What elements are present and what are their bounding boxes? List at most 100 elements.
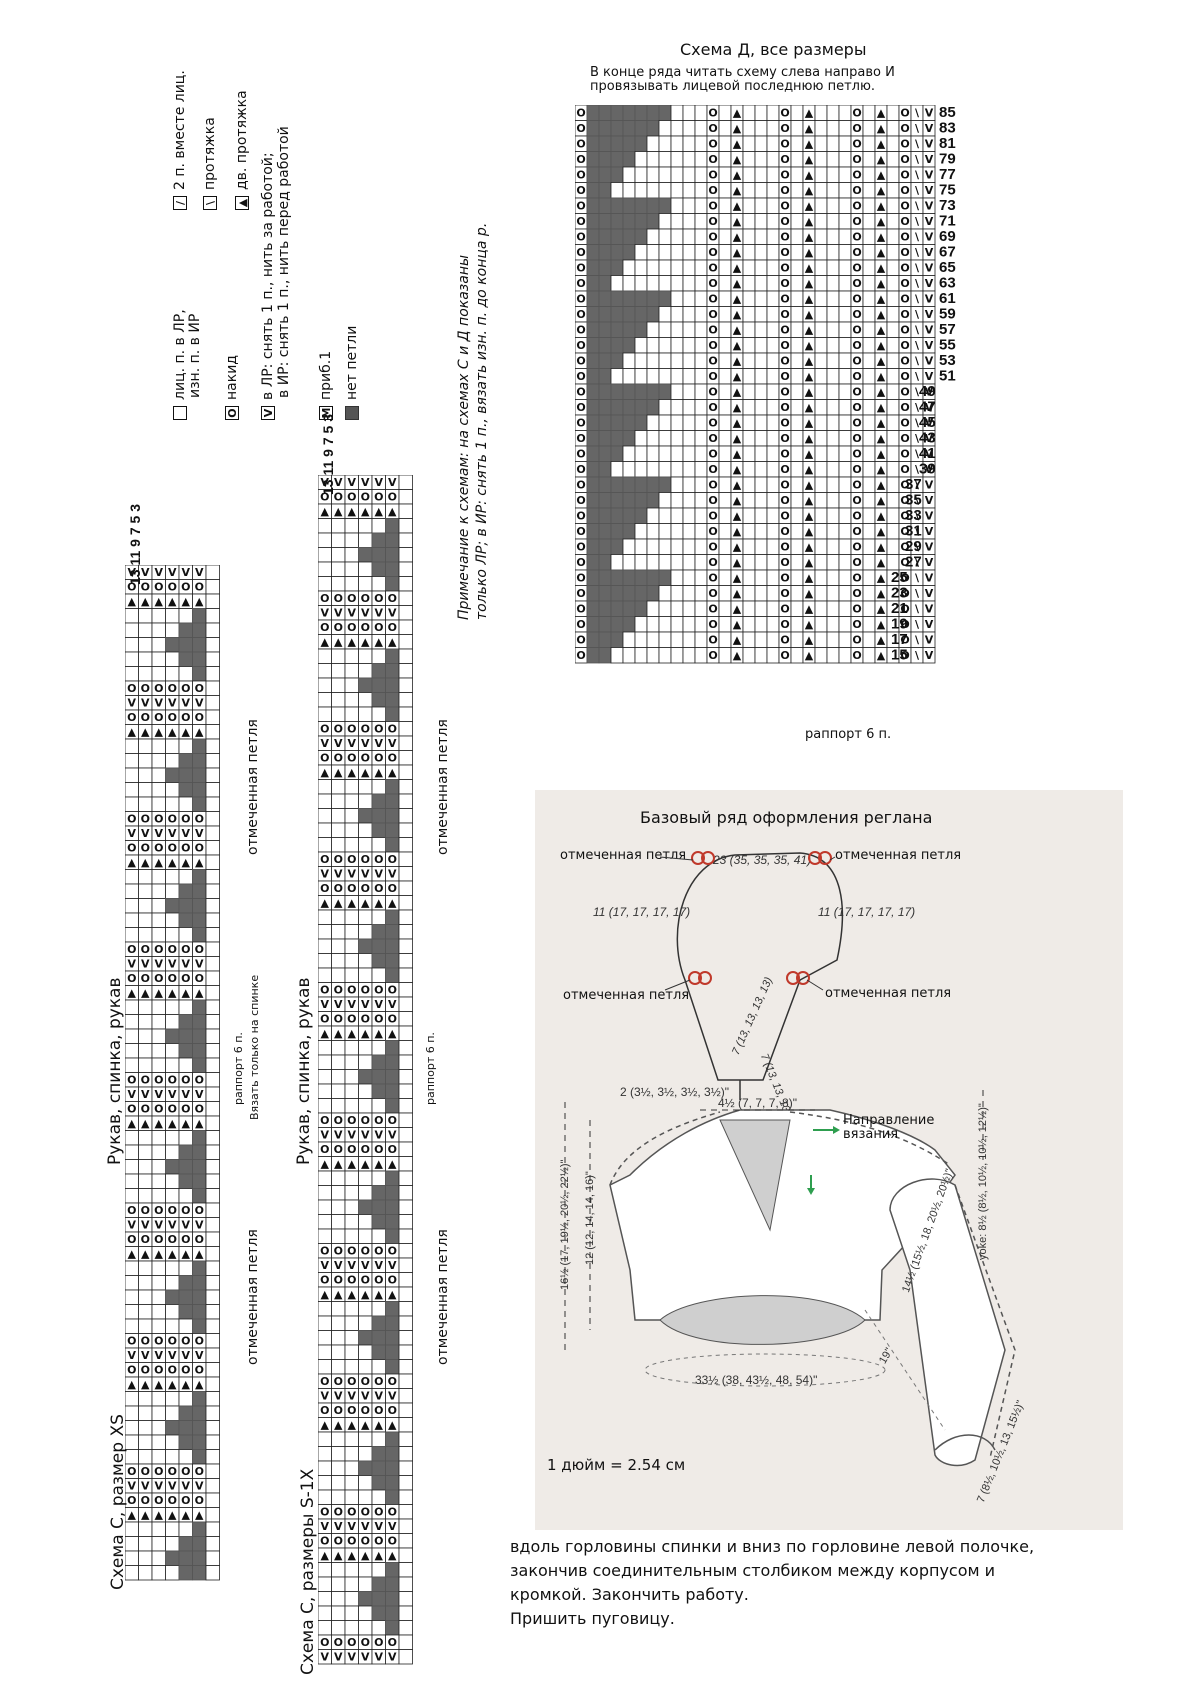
chart-cell	[398, 1272, 413, 1288]
chart-cell	[398, 663, 413, 679]
no-stitch-cell	[165, 1420, 180, 1436]
stitch-symbol: ▲	[805, 649, 814, 662]
chart-cell	[826, 616, 840, 633]
stitch-symbol: O	[852, 463, 861, 476]
chart-cell	[658, 321, 672, 338]
chart-cell	[646, 523, 660, 540]
stitch-symbol: ▲	[348, 635, 357, 648]
no-stitch-cell	[622, 213, 636, 230]
chart-cell	[742, 244, 756, 261]
stitch-symbol: O	[127, 1233, 136, 1246]
chart-cell	[694, 120, 708, 137]
chart-cell	[814, 306, 828, 323]
stitch-symbol: O	[576, 633, 585, 646]
chart-cell	[862, 352, 876, 369]
chart-cell	[358, 1098, 373, 1114]
stitch-symbol: O	[852, 122, 861, 135]
no-stitch-cell	[178, 753, 193, 769]
chart-cell	[694, 306, 708, 323]
no-stitch-cell	[371, 1475, 386, 1491]
row-number: 27	[905, 554, 922, 571]
chart-cell	[205, 1463, 220, 1479]
row-number: 55	[939, 337, 956, 354]
stitch-symbol: V	[168, 1349, 177, 1362]
chart-cell	[318, 1576, 332, 1592]
chart-cell	[331, 1446, 346, 1462]
chart-cell	[814, 182, 828, 199]
stitch-symbol: O	[900, 401, 909, 414]
stitch-symbol: ▲	[168, 856, 177, 869]
chart-cell	[646, 321, 660, 338]
stitch-symbol: ▲	[168, 1117, 177, 1130]
chart-cell	[634, 616, 648, 633]
hem-shape	[659, 1295, 866, 1345]
no-stitch-cell	[385, 706, 400, 722]
row-number: 51	[939, 368, 956, 385]
chart-cell	[205, 970, 220, 986]
chart-cell	[165, 1449, 180, 1465]
row-number: 57	[939, 321, 956, 338]
chart-cell	[398, 1547, 413, 1563]
chart-cell	[331, 1620, 346, 1636]
no-stitch-cell	[385, 1199, 400, 1215]
chart-cell	[766, 120, 780, 137]
chart-cell	[766, 538, 780, 555]
chart-cell	[766, 445, 780, 462]
stitch-symbol: O	[576, 556, 585, 569]
chart-cell	[318, 663, 332, 679]
chart-cell	[344, 677, 359, 693]
stitch-symbol: V	[127, 696, 136, 709]
chart-cell	[814, 399, 828, 416]
stitch-symbol: V	[320, 1259, 329, 1272]
chart-cell	[658, 585, 672, 602]
no-stitch-cell	[598, 306, 612, 323]
stitch-symbol: ▲	[375, 896, 384, 909]
chart-cell	[718, 461, 732, 478]
chart-cell	[814, 616, 828, 633]
chart-cell	[742, 430, 756, 447]
stitch-symbol: O	[900, 215, 909, 228]
stitch-symbol: O	[900, 370, 909, 383]
chart-cell	[318, 967, 332, 983]
chart-cell	[331, 1489, 346, 1505]
stitch-symbol: ▲	[141, 856, 150, 869]
no-stitch-cell	[586, 430, 600, 447]
stitch-symbol: ▲	[805, 447, 814, 460]
chart-cell	[826, 151, 840, 168]
stitch-symbol: O	[708, 649, 717, 662]
chart-cell	[318, 822, 332, 838]
chart-cell	[838, 430, 852, 447]
chart-cell	[398, 1417, 413, 1433]
stitch-symbol: V	[168, 1088, 177, 1101]
no-stitch-cell	[371, 793, 386, 809]
chart-cell	[622, 182, 636, 199]
no-stitch-cell	[178, 622, 193, 638]
chart-cell	[398, 895, 413, 911]
stitch-symbol: V	[181, 957, 190, 970]
chart-cell	[742, 197, 756, 214]
stitch-symbol: O	[576, 416, 585, 429]
no-stitch-cell	[192, 1304, 207, 1320]
chart-cell	[398, 475, 413, 490]
stitch-symbol: O	[334, 1636, 343, 1649]
stitch-symbol: O	[576, 215, 585, 228]
chart-cell	[205, 1521, 220, 1537]
stitch-symbol: \	[915, 261, 920, 274]
chart-cell	[205, 1289, 220, 1305]
stitch-symbol: O	[127, 1334, 136, 1347]
chart-cell	[742, 569, 756, 586]
chart-cell	[331, 1185, 346, 1201]
chart-cell	[814, 430, 828, 447]
stitch-symbol: O	[708, 215, 717, 228]
chart-cell	[742, 538, 756, 555]
chart-cell	[331, 692, 346, 708]
chart-cell	[398, 489, 413, 505]
stitch-symbol: V	[374, 1128, 383, 1141]
chart-cell	[694, 228, 708, 245]
no-stitch-cell	[358, 1591, 373, 1607]
stitch-symbol: O	[127, 972, 136, 985]
no-stitch-cell	[658, 105, 672, 121]
no-stitch-cell	[622, 569, 636, 586]
stitch-symbol: V	[374, 606, 383, 619]
stitch-symbol: \	[915, 494, 920, 507]
